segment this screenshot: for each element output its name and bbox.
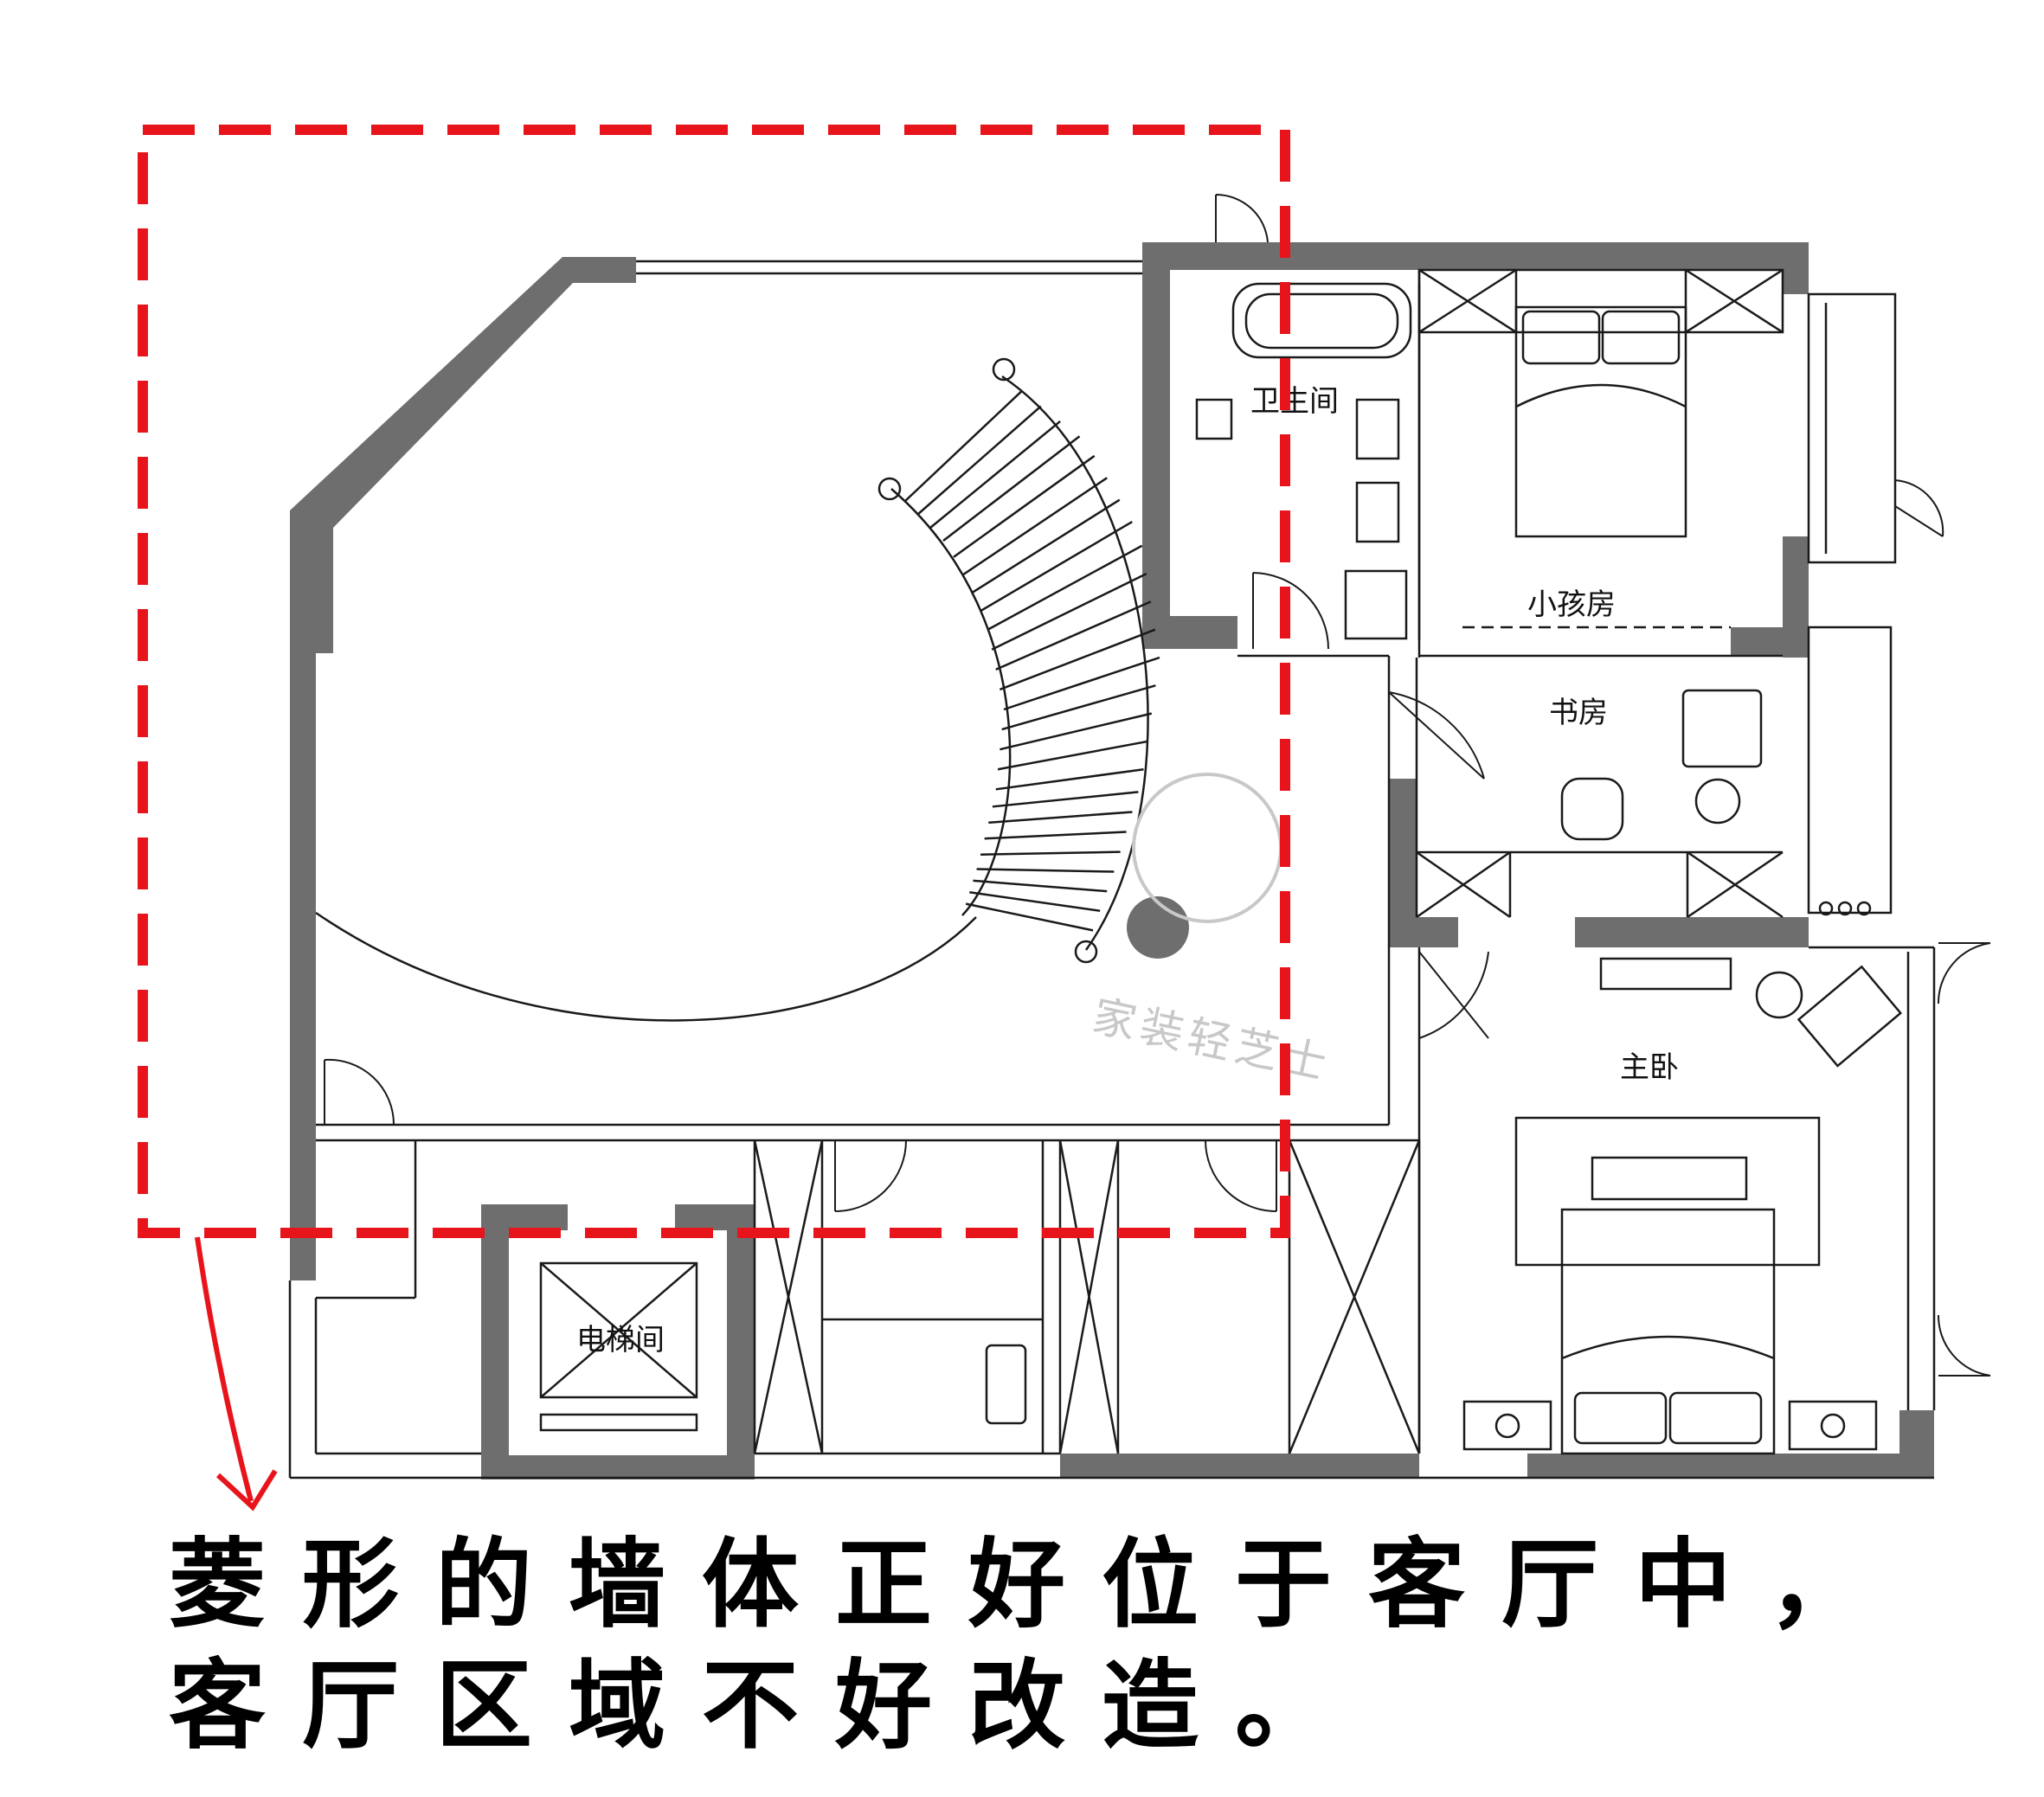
- caption: 菱形的墙体正好位于客厅中， 客厅区域不好改造。: [169, 1529, 1901, 1762]
- door-master: [1418, 951, 1489, 1039]
- caption-line-2: 客厅区域不好改造。: [169, 1650, 1368, 1762]
- caption-line-1: 菱形的墙体正好位于客厅中，: [169, 1529, 1901, 1641]
- door-study: [1388, 691, 1485, 780]
- label-bathroom: 卫生间: [1250, 384, 1339, 419]
- stair-step: [1000, 712, 1153, 751]
- label-elevator: 电梯间: [576, 1323, 665, 1357]
- stair-step: [984, 831, 1127, 840]
- bottom-wall-mid: [1060, 1454, 1419, 1478]
- door-corridor-1: [834, 1139, 907, 1212]
- stair-step: [995, 600, 1152, 671]
- stair-step: [965, 902, 1094, 932]
- watermark-text: 家装轻芝士: [1089, 991, 1336, 1090]
- stair-step: [987, 544, 1143, 631]
- highlight-arrowhead: [215, 1469, 278, 1511]
- stair-step: [999, 628, 1156, 691]
- stair-step: [1003, 656, 1160, 711]
- spiral-staircase: [315, 357, 1160, 1022]
- outlines: [288, 260, 1936, 1479]
- study-bottom-wall-2: [1575, 917, 1809, 947]
- round-column: [1127, 896, 1189, 959]
- bottom-right-corner: [1899, 1410, 1934, 1478]
- door-balcony: [1894, 479, 1944, 537]
- stair-step: [916, 405, 1042, 516]
- label-master-bedroom: 主卧: [1620, 1050, 1679, 1085]
- door-bathroom: [1252, 572, 1329, 650]
- stair-step: [929, 420, 1061, 529]
- stair-step: [971, 498, 1121, 594]
- highlight-annotation: [138, 125, 1290, 1511]
- elevator-wall-bottom: [481, 1455, 755, 1479]
- door-corridor-2: [1205, 1139, 1277, 1212]
- stair-step: [995, 767, 1144, 791]
- stair-step: [980, 520, 1133, 613]
- stair-step: [997, 740, 1148, 771]
- diagonal-wall: [290, 257, 636, 653]
- stair-step: [942, 435, 1081, 542]
- highlight-dashed-box: [138, 125, 1290, 1238]
- elevator-wall-right: [727, 1204, 755, 1479]
- door-left: [324, 1058, 395, 1126]
- kids-room-right-wall: [1783, 242, 1809, 294]
- stair-step: [953, 454, 1096, 558]
- bathroom-bottom-wall: [1142, 616, 1237, 649]
- elevator-wall-top-1: [481, 1204, 568, 1230]
- door-master-balcony-2: [1937, 1314, 1991, 1377]
- label-study: 书房: [1549, 696, 1608, 730]
- door-top: [1215, 193, 1269, 243]
- bathroom-left-wall: [1142, 242, 1170, 649]
- watermark-face-icon: [1132, 773, 1282, 923]
- elevator-wall-left: [481, 1204, 509, 1479]
- stair-step: [903, 390, 1023, 503]
- room-labels: 卫生间 小孩房 书房 主卧 电梯间: [576, 384, 1679, 1357]
- kids-room-corner: [1731, 627, 1809, 655]
- left-outer-wall: [290, 510, 316, 1280]
- stair-step: [980, 850, 1121, 856]
- stair-step: [969, 890, 1101, 913]
- door-master-balcony-1: [1937, 942, 1991, 1004]
- stair-step: [988, 811, 1133, 825]
- bathroom-top-wall: [1142, 242, 1809, 270]
- study-bottom-wall-1: [1389, 917, 1458, 947]
- walls: [290, 242, 1934, 1479]
- stair-steps: [903, 390, 1160, 932]
- stair-step: [991, 572, 1147, 651]
- label-kids-room: 小孩房: [1527, 587, 1616, 622]
- doors: [324, 193, 1991, 1377]
- stair-step: [973, 879, 1108, 893]
- highlight-arrow: [195, 1236, 254, 1502]
- elevator-wall-top-2: [675, 1204, 755, 1230]
- bottom-wall-right: [1527, 1454, 1908, 1478]
- watermark: 家装轻芝士: [1089, 773, 1336, 1090]
- stair-step: [961, 477, 1108, 576]
- stair-step: [1001, 684, 1156, 731]
- stair-step: [976, 868, 1115, 873]
- stair-step: [992, 791, 1139, 808]
